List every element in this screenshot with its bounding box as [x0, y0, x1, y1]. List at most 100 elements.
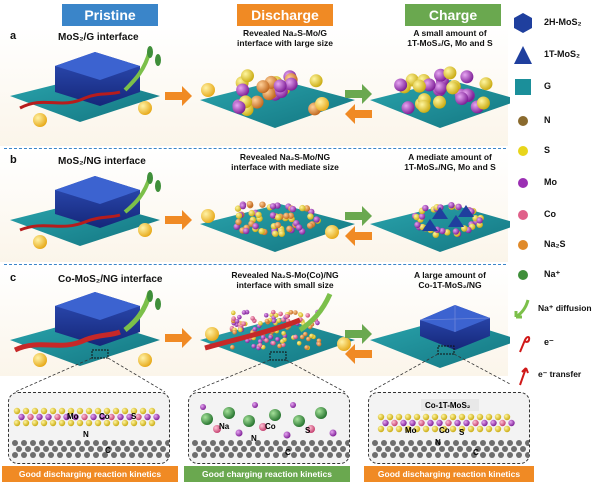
- carbon-atom: [210, 440, 216, 446]
- s-atom: [67, 419, 75, 427]
- carbon-atom: [282, 440, 288, 446]
- carbon-atom: [268, 446, 274, 452]
- metal-atom: [418, 419, 425, 427]
- carbon-atom: [313, 446, 319, 452]
- legend-item: 2H-MoS₂: [506, 12, 600, 36]
- s-atom: [67, 407, 75, 415]
- sphere-icon: [518, 178, 528, 188]
- particle-sphere: [305, 313, 310, 318]
- particle-sphere: [432, 95, 446, 109]
- red-arrow-icon: [519, 367, 529, 386]
- carbon-atom: [448, 446, 454, 452]
- carbon-atom: [192, 452, 198, 458]
- particle-sphere: [232, 329, 237, 335]
- particle-sphere: [263, 312, 269, 318]
- particle-sphere: [289, 205, 297, 213]
- carbon-atom: [30, 440, 36, 446]
- s-atom: [449, 413, 457, 421]
- label-co: Co: [99, 412, 110, 421]
- legend-label: e⁻ transfer: [538, 369, 582, 379]
- carbon-atom: [502, 446, 508, 452]
- ion-atom: [290, 402, 296, 408]
- carbon-atom: [12, 452, 18, 458]
- particle-sphere: [252, 222, 259, 230]
- carbon-atom: [39, 452, 45, 458]
- legend-label: 2H-MoS₂: [544, 17, 582, 27]
- 1t-mos2-triangle: [458, 205, 474, 217]
- carbon-atom: [462, 440, 468, 446]
- metal-atom: [54, 413, 61, 421]
- ion-atom: [201, 413, 213, 425]
- particle-sphere: [277, 343, 282, 349]
- s-atom: [467, 425, 475, 433]
- carbon-atom: [381, 440, 387, 446]
- carbon-atom: [219, 440, 225, 446]
- ion-atom: [315, 407, 327, 419]
- forward-arrow: [345, 324, 372, 344]
- label-mo: Mo: [67, 412, 79, 421]
- s-atom: [440, 425, 448, 433]
- label-na: Na: [219, 422, 230, 431]
- particle-sphere: [273, 313, 279, 318]
- particle-sphere: [417, 99, 431, 113]
- particle-sphere: [278, 230, 285, 237]
- carbon-atom: [241, 446, 247, 452]
- banner-discharging-kinetics: Good discharging reaction kinetics: [2, 466, 178, 482]
- label-n: N: [83, 430, 89, 439]
- carbon-atom: [106, 446, 112, 452]
- carbon-atom: [52, 446, 58, 452]
- s-atom: [85, 407, 93, 415]
- label-c: C: [473, 448, 479, 457]
- carbon-atom: [156, 440, 162, 446]
- s-atom: [31, 419, 39, 427]
- forward-arrow: [165, 86, 192, 106]
- hexagon-icon: [514, 13, 532, 33]
- particle-sphere: [258, 228, 265, 235]
- carbon-atom: [309, 440, 315, 446]
- particle-sphere: [293, 310, 298, 315]
- carbon-atom: [138, 440, 144, 446]
- carbon-atom: [399, 452, 405, 458]
- s-atom: [395, 413, 403, 421]
- carbon-atom: [426, 452, 432, 458]
- carbon-atom: [79, 446, 85, 452]
- carbon-atom: [66, 440, 72, 446]
- legend-item: e⁻: [506, 332, 600, 356]
- carbon-atom: [66, 452, 72, 458]
- carbon-atom: [30, 452, 36, 458]
- row-a-charge: [370, 66, 510, 128]
- particle-sphere: [272, 230, 279, 237]
- s-atom: [40, 407, 48, 415]
- row-c-charge: [370, 305, 510, 368]
- s-atom: [386, 425, 394, 433]
- label-s: S: [459, 428, 465, 437]
- carbon-atom: [336, 452, 342, 458]
- carbon-atom: [480, 440, 486, 446]
- carbon-atom: [426, 440, 432, 446]
- legend-label: Na₂S: [544, 239, 566, 249]
- carbon-atom: [408, 452, 414, 458]
- carbon-atom: [403, 446, 409, 452]
- label-c: C: [105, 446, 111, 455]
- particle-sphere: [281, 342, 286, 348]
- s-atom: [58, 419, 66, 427]
- particle-sphere: [256, 80, 270, 94]
- ion-atom: [213, 425, 221, 433]
- carbon-atom: [340, 446, 346, 452]
- particle-sphere: [432, 231, 439, 238]
- carbon-atom: [444, 440, 450, 446]
- carbon-atom: [286, 446, 292, 452]
- carbon-atom: [372, 440, 378, 446]
- particle-sphere: [306, 222, 314, 229]
- metal-atom: [463, 419, 470, 427]
- particle-sphere: [230, 310, 236, 316]
- carbon-atom: [246, 440, 252, 446]
- metal-atom: [45, 413, 52, 421]
- s-atom: [22, 419, 30, 427]
- carbon-atom: [124, 446, 130, 452]
- particle-sphere: [476, 217, 483, 224]
- carbon-atom: [498, 452, 504, 458]
